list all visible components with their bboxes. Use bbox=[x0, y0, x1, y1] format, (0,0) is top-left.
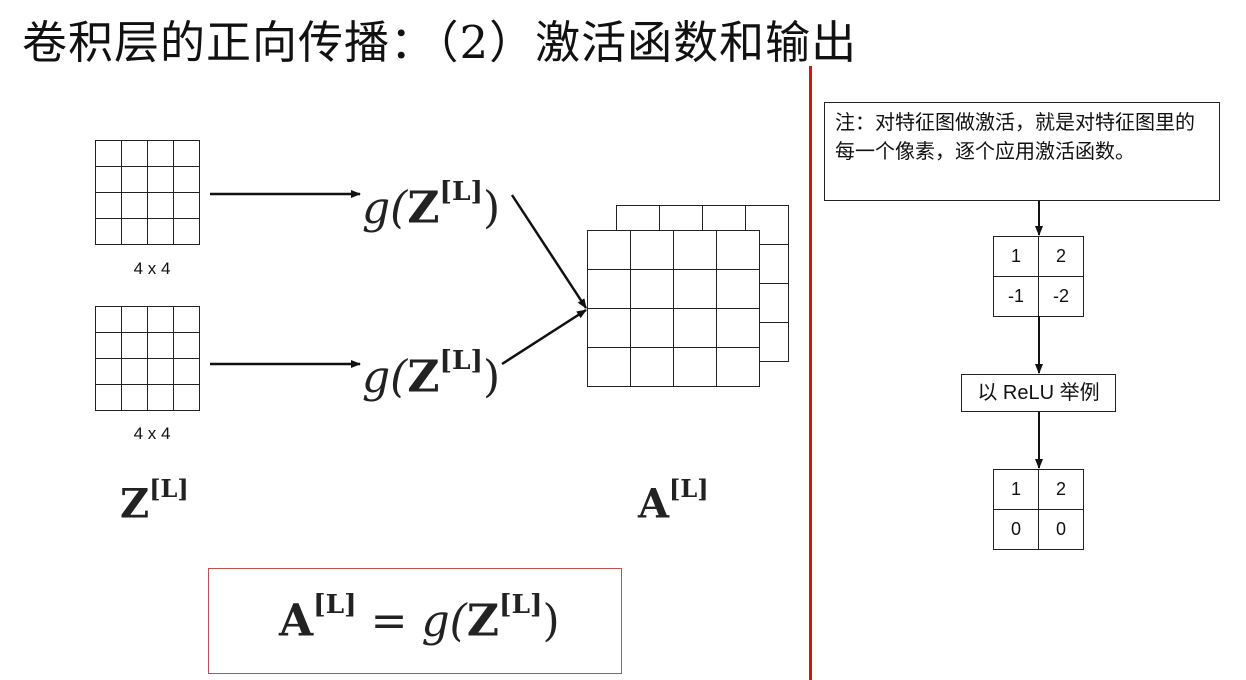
grid-cell: -1 bbox=[993, 276, 1039, 317]
input-grid-2-size-label: 4 x 4 bbox=[133, 424, 171, 443]
a-label: A[L] bbox=[638, 474, 709, 528]
before-activation-grid: 1 2 -1 -2 bbox=[993, 236, 1084, 317]
arrow-func2-to-output bbox=[501, 308, 587, 366]
note-box: 注：对特征图做激活，就是对特征图里的每一个像素，逐个应用激活函数。 bbox=[824, 102, 1220, 201]
activation-function-label-1: g(Z[L]) bbox=[362, 176, 501, 234]
section-divider bbox=[809, 66, 812, 680]
relu-example-label: 以 ReLU 举例 bbox=[961, 374, 1116, 412]
grid-cell: 1 bbox=[993, 469, 1039, 510]
activation-function-label-2: g(Z[L]) bbox=[362, 345, 501, 403]
output-feature-map-front bbox=[587, 230, 760, 387]
grid-cell: -2 bbox=[1038, 276, 1084, 317]
grid-cell: 0 bbox=[1038, 509, 1084, 550]
input-grid-1-size-label: 4 x 4 bbox=[133, 259, 171, 278]
page-title: 卷积层的正向传播：（2）激活函数和输出 bbox=[22, 16, 858, 69]
input-feature-map-2 bbox=[95, 306, 200, 411]
formula-box: A[L] = g(Z[L]) bbox=[208, 568, 622, 674]
z-label: Z[L] bbox=[120, 474, 189, 528]
arrow-func1-to-output bbox=[510, 194, 588, 309]
after-activation-grid: 1 2 0 0 bbox=[993, 469, 1084, 550]
formula: A[L] = g(Z[L]) bbox=[279, 589, 560, 647]
input-feature-map-1 bbox=[95, 140, 200, 245]
